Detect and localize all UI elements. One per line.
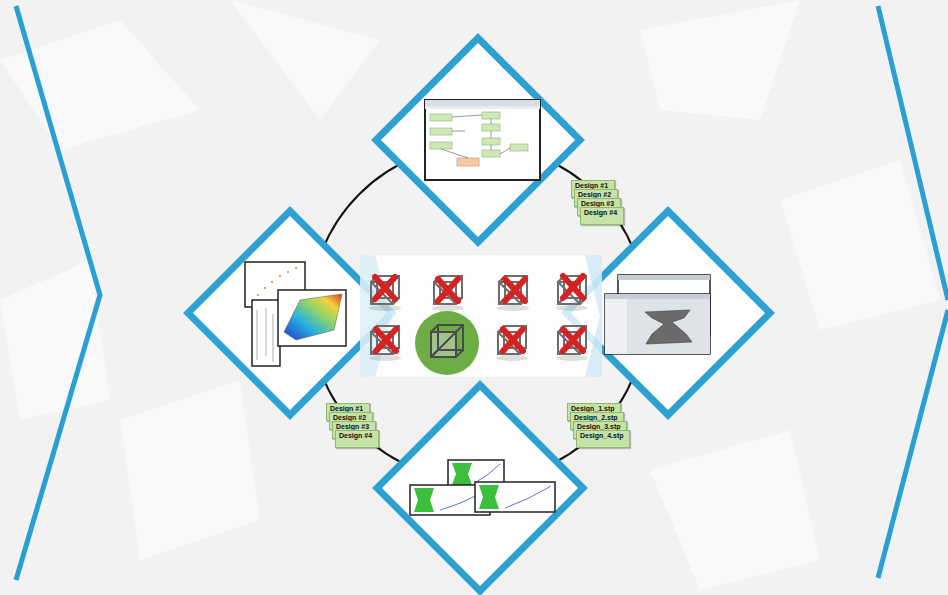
note-card: Design #4 bbox=[335, 430, 379, 448]
chart-screenshots bbox=[245, 262, 346, 366]
cad-screenshots bbox=[605, 275, 710, 354]
card-text: Design #4 bbox=[339, 432, 375, 440]
card-text: Design #4 bbox=[584, 209, 620, 217]
design-candidates bbox=[360, 255, 602, 377]
chevron-bracket bbox=[16, 6, 948, 580]
note-card: Design_4.stp bbox=[576, 430, 630, 448]
workflow-screenshot bbox=[425, 100, 540, 180]
fea-screenshots bbox=[410, 460, 555, 515]
step-diamond bbox=[188, 38, 770, 591]
note-card: Design #4 bbox=[580, 207, 624, 225]
card-text: Design_4.stp bbox=[580, 432, 626, 440]
